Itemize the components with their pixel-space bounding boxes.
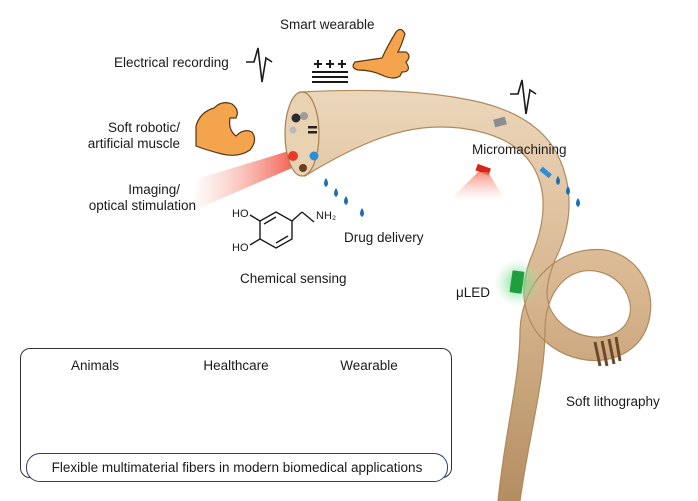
label-smart-wearable: Smart wearable xyxy=(280,17,375,32)
spike-waveform-icon xyxy=(246,47,273,83)
molecule-nh2: NH₂ xyxy=(316,210,337,222)
grey-window xyxy=(493,116,507,128)
label-soft-lithography: Soft lithography xyxy=(566,394,660,409)
lithography-stripes xyxy=(593,336,622,367)
led-chip xyxy=(509,270,525,294)
optical-beam xyxy=(190,150,292,212)
electrode-bars xyxy=(308,126,317,129)
black-electrode-channel xyxy=(291,113,301,123)
molecule-ho-bottom: HO xyxy=(232,242,249,254)
charge-symbols-icon xyxy=(312,60,348,83)
molecule-ho-top: HO xyxy=(232,208,249,220)
brown-channel xyxy=(299,164,307,172)
blue-slot xyxy=(539,166,552,179)
spike-waveform-icon-2 xyxy=(510,79,537,115)
drug-droplets xyxy=(324,178,364,217)
label-imaging-line1: Imaging/ xyxy=(128,182,180,197)
grey-channel xyxy=(300,112,308,120)
red-optical-channel xyxy=(288,151,298,161)
dopamine-molecule xyxy=(249,211,315,249)
label-soft-robotic-line1: Soft robotic/ xyxy=(107,120,180,135)
blue-fluid-channel xyxy=(309,151,319,161)
label-electrical-recording: Electrical recording xyxy=(114,55,229,70)
side-droplets xyxy=(556,176,580,207)
red-beam-down xyxy=(450,172,505,200)
flexed-arm-icon xyxy=(195,102,256,156)
label-soft-robotic-line2: artificial muscle xyxy=(87,136,180,151)
pointing-hand-icon xyxy=(352,28,410,79)
category-wearable: Wearable xyxy=(340,358,398,373)
category-healthcare: Healthcare xyxy=(203,358,269,373)
label-chemical-sensing: Chemical sensing xyxy=(240,271,347,286)
electrode-bars-2 xyxy=(308,131,317,134)
grey-channel-2 xyxy=(289,126,297,134)
label-mu-led: μLED xyxy=(456,285,491,300)
fiber-body xyxy=(299,89,652,501)
label-imaging-line2: optical stimulation xyxy=(88,198,196,213)
label-drug-delivery: Drug delivery xyxy=(344,230,424,245)
fiber-tip-face xyxy=(284,91,320,177)
category-animals: Animals xyxy=(70,358,119,373)
label-micromachining: Micromachining xyxy=(472,142,567,157)
applications-caption: Flexible multimaterial fibers in modern … xyxy=(26,453,448,482)
